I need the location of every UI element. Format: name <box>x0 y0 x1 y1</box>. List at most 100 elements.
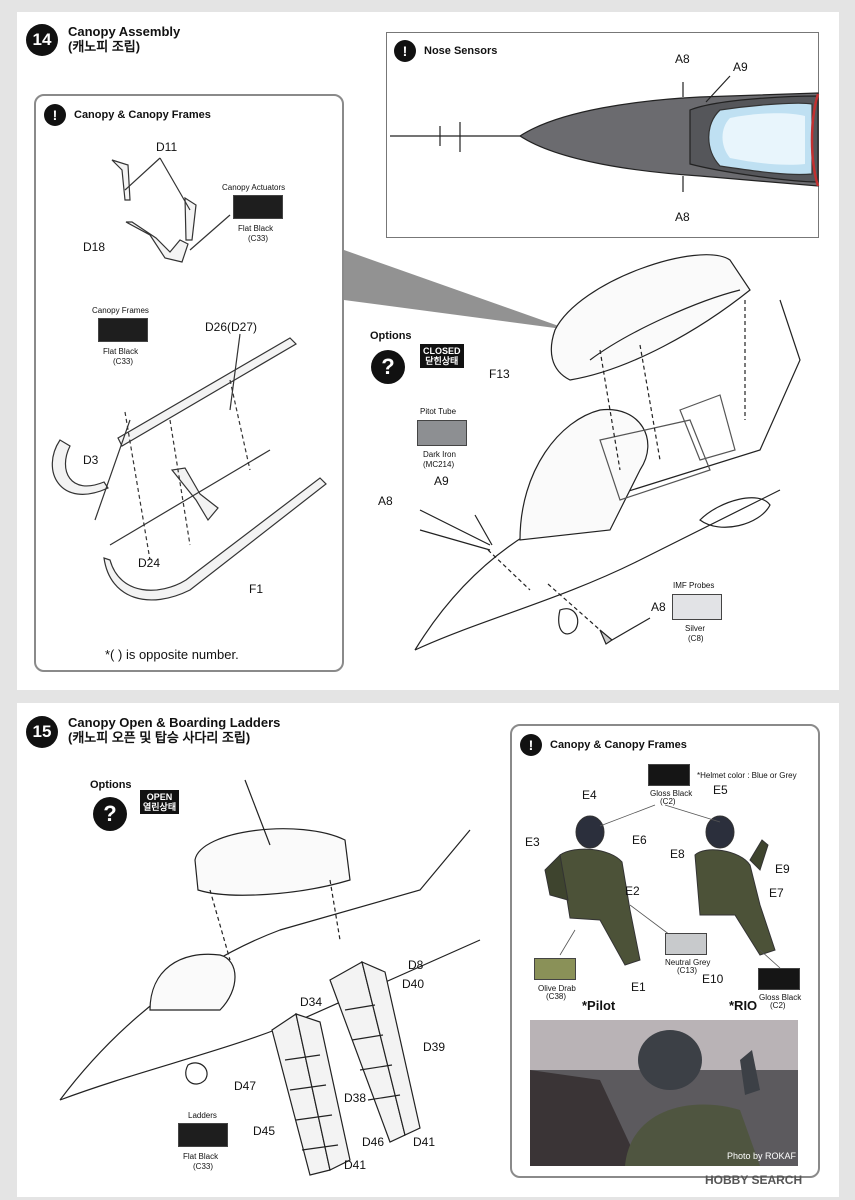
part-label-d11: D11 <box>156 140 178 154</box>
leader-lines <box>559 804 781 969</box>
gloss-black-top-swatch <box>648 764 690 786</box>
open-tag: OPEN 열린상태 <box>140 790 180 814</box>
olive-drab-code: (C38) <box>546 992 567 1001</box>
gloss-black-bottom-swatch <box>758 968 800 990</box>
ladders-color-label: Ladders <box>188 1111 217 1120</box>
step-14-title: Canopy Assembly (캐노피 조립) <box>68 24 180 54</box>
opposite-number-note: *( ) is opposite number. <box>105 647 239 662</box>
aircraft-sketch-15 <box>59 779 481 1101</box>
imf-swatch <box>672 594 722 620</box>
part-label-d39: D39 <box>423 1040 446 1054</box>
part-label-d8: D8 <box>408 958 424 972</box>
closed-tag: CLOSED 닫힌상태 <box>420 344 464 368</box>
canopy-frames-box <box>34 94 344 672</box>
ladders-color-name: Flat Black <box>183 1152 219 1161</box>
part-label-e8: E8 <box>670 847 685 861</box>
imf-color-code: (C8) <box>688 634 704 643</box>
rio-label: *RIO <box>729 998 758 1013</box>
actuators-swatch <box>233 195 283 219</box>
pilot-label: *Pilot <box>582 998 616 1013</box>
options-label-14: Options <box>370 330 412 342</box>
part-label-a8: A8 <box>378 494 393 508</box>
gloss-black-top-name: Gloss Black <box>650 789 693 798</box>
step-15-title: Canopy Open & Boarding Ladders (캐노피 오픈 및… <box>68 715 280 745</box>
nose-label-a8-bottom: A8 <box>675 210 690 224</box>
callout-wedge <box>344 250 570 330</box>
imf-color-label: IMF Probes <box>673 581 715 590</box>
info-icon: ! <box>520 734 542 756</box>
part-label-e5: E5 <box>713 783 728 797</box>
part-label-d26: D26(D27) <box>205 320 258 334</box>
part-label-e3: E3 <box>525 835 540 849</box>
gloss-black-top-code: (C2) <box>660 797 676 806</box>
part-label-d40: D40 <box>402 977 425 991</box>
gloss-black-bottom-code: (C2) <box>770 1001 786 1010</box>
step-15-number: 15 <box>26 716 58 748</box>
helmet-color-note: *Helmet color : Blue or Grey <box>697 771 797 780</box>
crew-box-title: Canopy & Canopy Frames <box>550 739 687 751</box>
step-14-number: 14 <box>26 24 58 56</box>
open-tag-ko: 열린상태 <box>143 802 177 812</box>
imf-color-name: Silver <box>685 624 706 633</box>
pitot-color-name: Dark Iron <box>423 450 456 459</box>
part-label-e1: E1 <box>631 980 646 994</box>
part-label-d24: D24 <box>138 556 161 570</box>
frames-color-code: (C33) <box>113 357 134 366</box>
neutral-grey-swatch <box>665 933 707 955</box>
step-14-title-en: Canopy Assembly <box>68 24 181 39</box>
pitot-swatch <box>417 420 467 446</box>
options-label-15: Options <box>90 779 132 791</box>
part-label-d47: D47 <box>234 1079 257 1093</box>
part-label-e4: E4 <box>582 788 597 802</box>
ladders-color-code: (C33) <box>193 1162 214 1171</box>
actuators-color-code: (C33) <box>248 234 269 243</box>
pitot-color-code: (MC214) <box>423 460 455 469</box>
step-15-title-ko: (캐노피 오픈 및 탑승 사다리 조립) <box>68 730 251 745</box>
part-label-d41-bottom: D41 <box>344 1158 367 1172</box>
nose-label-a9: A9 <box>733 60 748 74</box>
part-label-f13: F13 <box>489 367 510 381</box>
part-label-d41-right: D41 <box>413 1135 436 1149</box>
gloss-black-bottom-name: Gloss Black <box>759 993 802 1002</box>
canopy-frame-sketch <box>51 333 327 601</box>
pitot-color-label: Pitot Tube <box>420 407 457 416</box>
part-label-d45: D45 <box>253 1124 276 1138</box>
open-tag-en: OPEN <box>146 792 173 802</box>
part-label-e9: E9 <box>775 862 790 876</box>
part-label-e2: E2 <box>625 884 640 898</box>
watermark: HOBBY SEARCH <box>705 1173 803 1187</box>
ladder-sketch <box>271 960 421 1176</box>
frames-color-label: Canopy Frames <box>92 306 149 315</box>
olive-drab-swatch <box>534 958 576 980</box>
cockpit-photo <box>530 1020 798 1166</box>
question-icon: ? <box>371 350 405 384</box>
closed-tag-ko: 닫힌상태 <box>425 356 459 366</box>
step-14-title-ko: (캐노피 조립) <box>68 39 141 54</box>
part-label-e7: E7 <box>769 886 784 900</box>
part-label-a9: A9 <box>434 474 449 488</box>
nose-sensors-box-title: Nose Sensors <box>424 45 498 57</box>
neutral-grey-code: (C13) <box>677 966 698 975</box>
actuators-color-name: Flat Black <box>238 224 274 233</box>
frames-swatch <box>98 318 148 342</box>
photo-credit: Photo by ROKAF <box>727 1151 797 1161</box>
ladders-swatch <box>178 1123 228 1147</box>
part-label-f1: F1 <box>249 582 264 596</box>
part-label-d3: D3 <box>83 453 99 467</box>
aircraft-sketch-14 <box>414 254 801 651</box>
question-icon: ? <box>93 797 127 831</box>
part-label-d18: D18 <box>83 240 106 254</box>
info-icon: ! <box>394 40 416 62</box>
nose-label-a8-top: A8 <box>675 52 690 66</box>
part-label-e6: E6 <box>632 833 647 847</box>
part-label-d38: D38 <box>344 1091 367 1105</box>
canopy-frames-box-title: Canopy & Canopy Frames <box>74 109 211 121</box>
canopy-actuators-sketch <box>111 157 231 263</box>
olive-drab-name: Olive Drab <box>538 984 576 993</box>
actuators-color-label: Canopy Actuators <box>222 183 286 192</box>
nose-top-view <box>390 75 820 192</box>
neutral-grey-name: Neutral Grey <box>665 958 711 967</box>
part-label-a8-lower: A8 <box>651 600 666 614</box>
